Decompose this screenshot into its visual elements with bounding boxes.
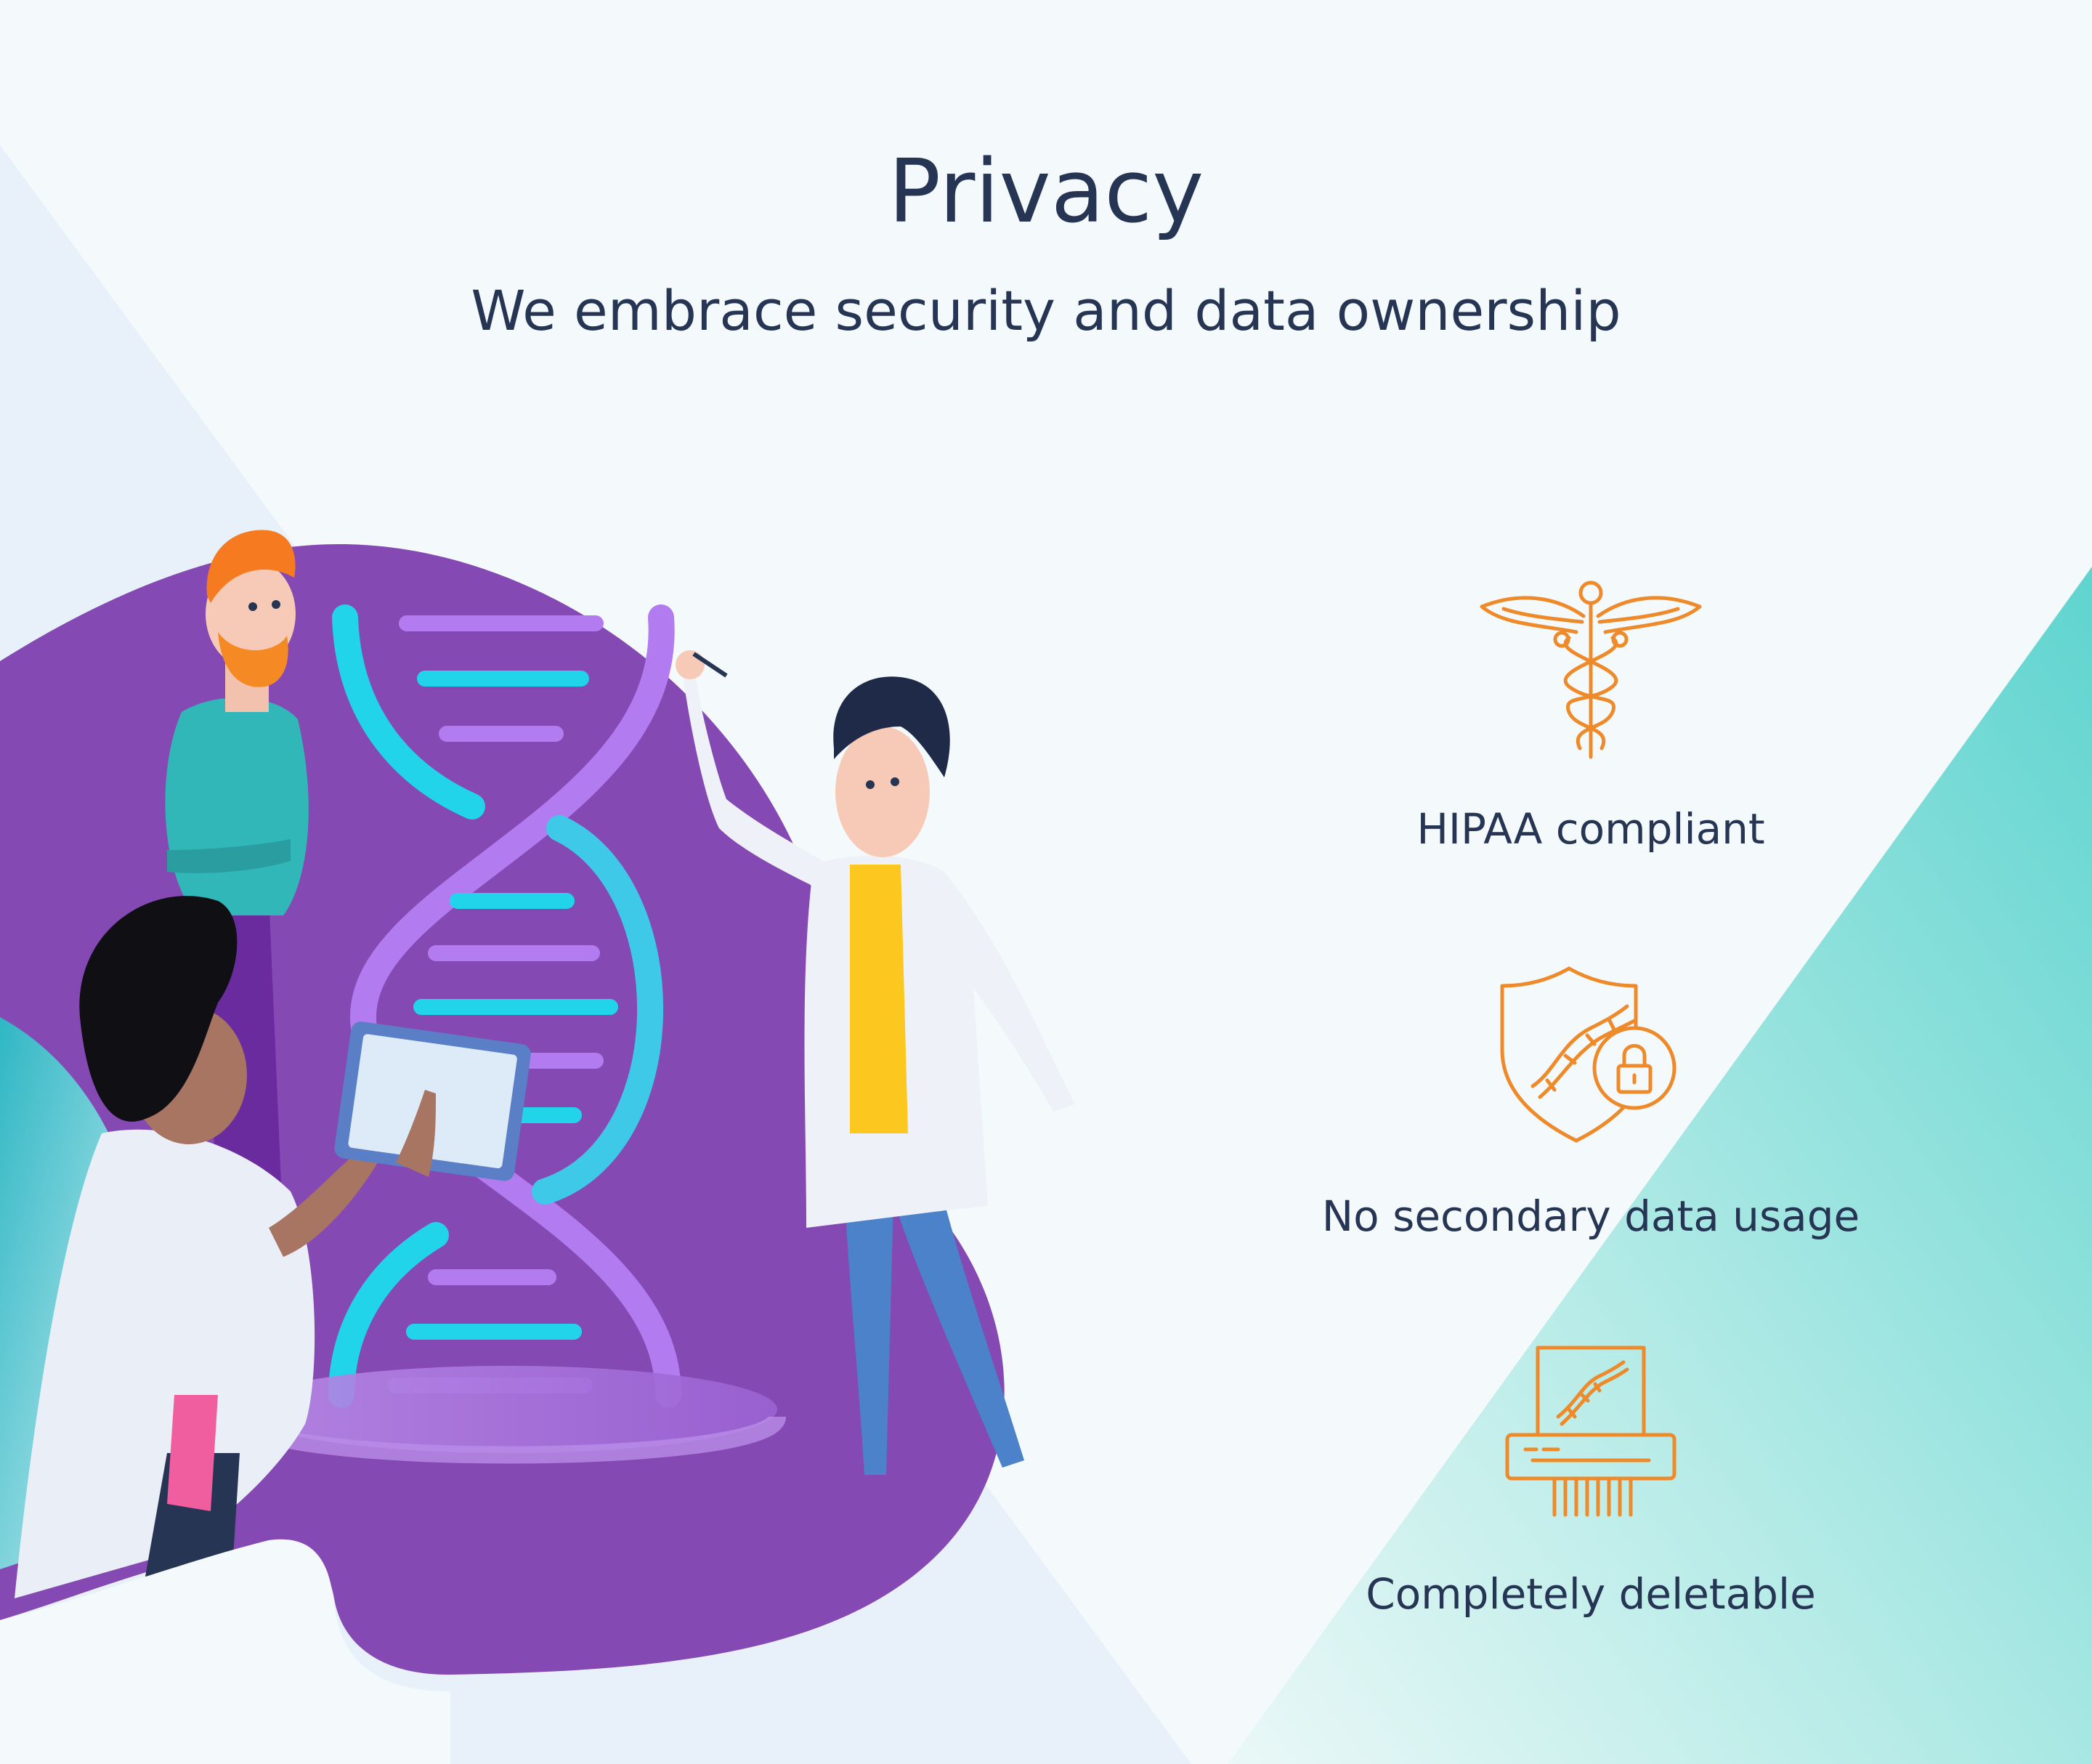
dna-strand-cyan-mid <box>532 815 663 1205</box>
woman-hair <box>79 896 238 1122</box>
bearded-man-beard <box>218 632 288 687</box>
lab-man-hair <box>833 676 950 777</box>
bearded-man-face <box>206 559 296 668</box>
right-teal-panel <box>1228 567 2092 1764</box>
bearded-man-eye <box>272 600 280 609</box>
scientists-dna-illustration <box>0 530 1075 1764</box>
caduceus-icon <box>1480 580 1702 759</box>
dna-strand-cyan-top <box>332 604 485 820</box>
feature-label-deletable: Completely deletable <box>1366 1569 1816 1619</box>
bearded-man-hair <box>206 530 296 603</box>
white-foreground-shape <box>0 1539 450 1764</box>
dna-strand-cyan-bottom <box>328 1222 449 1408</box>
dna-shredder-icon <box>1505 1346 1677 1517</box>
lab-man-eye <box>866 780 875 789</box>
dna-strand-lilac <box>349 604 681 1408</box>
woman-arm <box>269 1148 378 1257</box>
lab-man-eye <box>891 777 899 786</box>
page-title: Privacy <box>888 142 1204 243</box>
woman-with-tablet-figure <box>15 896 531 1598</box>
feature-label-hipaa: HIPAA compliant <box>1416 804 1765 854</box>
page-subtitle: We embrace security and data ownership <box>471 278 1621 343</box>
dna-helix <box>328 604 681 1408</box>
dna-base-platform <box>240 1366 777 1453</box>
lab-man-face <box>835 727 930 857</box>
lab-man-pen <box>692 652 728 678</box>
lab-man-shirt <box>850 865 908 1133</box>
bearded-man-arm <box>167 839 291 873</box>
lab-man-hand <box>676 650 705 679</box>
feature-label-no-secondary-usage: No secondary data usage <box>1321 1191 1860 1241</box>
woman-skirt-accent <box>167 1395 218 1511</box>
bearded-man-shirt <box>165 697 309 915</box>
lab-man-raised-arm <box>683 668 828 886</box>
woman-hand <box>396 1090 436 1177</box>
dna-shield-lock-icon <box>1500 966 1677 1143</box>
bearded-man-eye <box>248 602 257 611</box>
lab-man-coat <box>804 855 1075 1228</box>
lab-coat-man-figure <box>676 650 1075 1475</box>
woman-lab-coat <box>15 1129 315 1598</box>
